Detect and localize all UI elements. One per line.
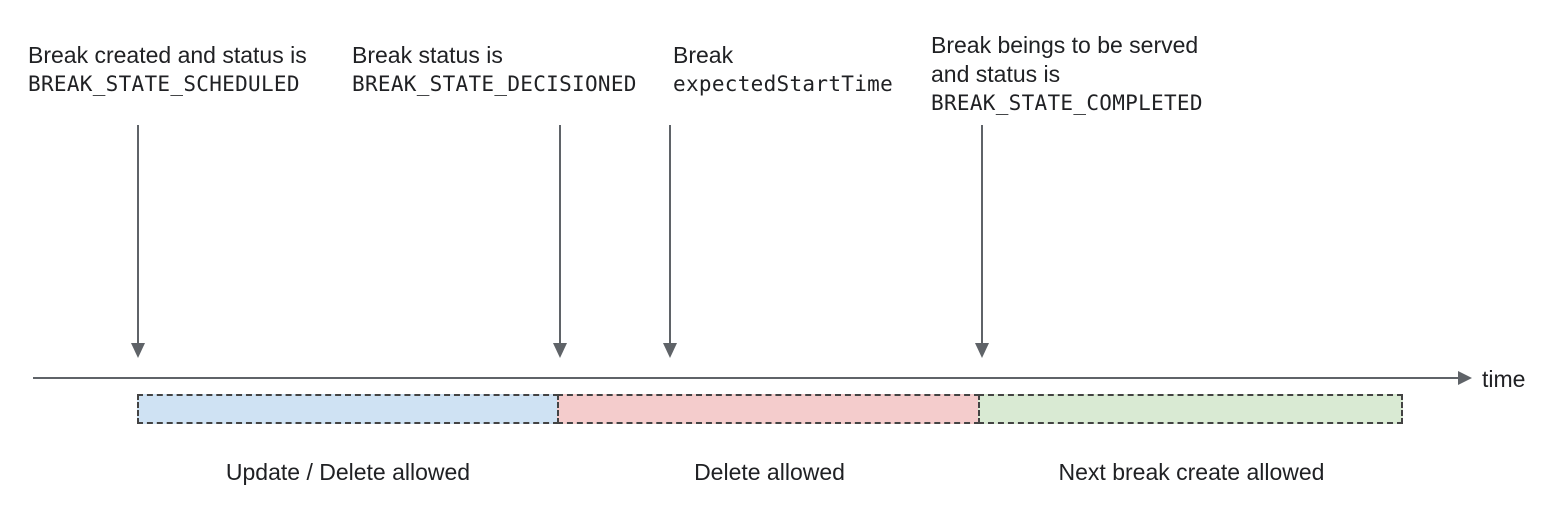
down-arrow-icon	[553, 125, 567, 358]
annotation-text: Break	[673, 42, 734, 68]
down-arrow-icon	[663, 125, 677, 358]
arrow-head-icon	[131, 343, 145, 358]
annotation-break-decisioned: Break status is BREAK_STATE_DECISIONED	[352, 41, 637, 99]
annotation-code: expectedStartTime	[673, 72, 894, 96]
segment-update-delete-allowed	[137, 394, 559, 424]
arrow-stem	[559, 125, 561, 344]
annotation-break-completed: Break beings to be served and status is …	[931, 31, 1203, 118]
segment-label-update-delete-allowed: Update / Delete allowed	[225, 459, 471, 485]
annotation-text: Break beings to be served	[931, 32, 1199, 58]
arrow-stem	[981, 125, 983, 344]
segment-label-next-break-create-allowed: Next break create allowed	[1058, 459, 1325, 485]
segment-label-delete-allowed: Delete allowed	[694, 459, 845, 485]
annotation-text: and status is	[931, 61, 1061, 87]
down-arrow-icon	[131, 125, 145, 358]
segment-next-break-create-allowed	[978, 394, 1403, 424]
arrow-stem	[137, 125, 139, 344]
arrow-head-icon	[975, 343, 989, 358]
annotation-code: BREAK_STATE_SCHEDULED	[28, 72, 300, 96]
annotation-text: Break status is	[352, 42, 503, 68]
state-segments-bar	[137, 394, 1403, 424]
annotation-code: BREAK_STATE_DECISIONED	[352, 72, 637, 96]
arrow-head-icon	[553, 343, 567, 358]
segment-delete-allowed	[557, 394, 980, 424]
down-arrow-icon	[975, 125, 989, 358]
arrow-stem	[669, 125, 671, 344]
time-axis-line	[33, 377, 1458, 379]
arrow-head-icon	[663, 343, 677, 358]
annotation-code: BREAK_STATE_COMPLETED	[931, 91, 1203, 115]
time-axis-arrowhead-icon	[1458, 371, 1472, 385]
time-axis-label: time	[1482, 366, 1526, 392]
annotation-break-scheduled: Break created and status is BREAK_STATE_…	[28, 41, 307, 99]
annotation-text: Break created and status is	[28, 42, 307, 68]
annotation-expected-start-time: Break expectedStartTime	[673, 41, 893, 99]
